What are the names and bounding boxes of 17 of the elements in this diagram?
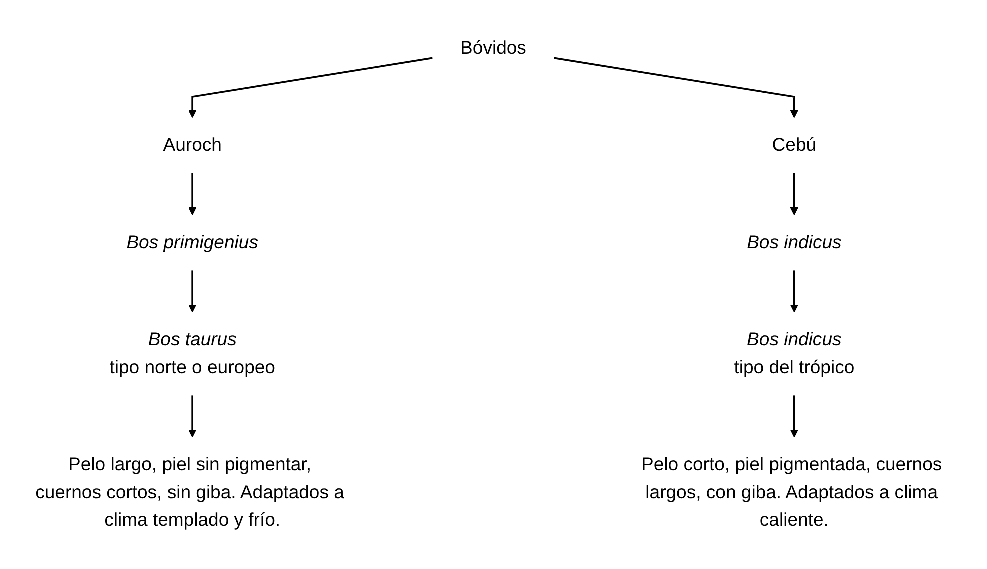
node-text: Pelo corto, piel pigmentada, cuernos largos, con giba. Adaptados a clima caliente. bbox=[642, 454, 942, 531]
arrow bbox=[188, 173, 197, 216]
arrow bbox=[790, 173, 798, 216]
node-text: Bos primigenius bbox=[126, 232, 258, 254]
node-text: Bos indicus bbox=[747, 232, 842, 254]
arrow bbox=[188, 270, 197, 313]
node-text: Auroch bbox=[163, 135, 222, 156]
arrow bbox=[790, 270, 798, 313]
node-text: Bos indicus tipo del trópico bbox=[734, 330, 855, 378]
node-text: Pelo largo, piel sin pigmentar, cuernos cortos, sin giba. Adaptados a clima templado y frío. bbox=[36, 454, 344, 531]
node-text: Bos taurus tipo norte o europeo bbox=[110, 330, 276, 378]
arrow bbox=[554, 57, 798, 118]
arrow bbox=[188, 57, 433, 118]
arrow bbox=[790, 396, 798, 438]
arrow bbox=[188, 396, 197, 438]
node-text: Bóvidos bbox=[460, 38, 526, 59]
node-text: Cebú bbox=[772, 135, 817, 156]
